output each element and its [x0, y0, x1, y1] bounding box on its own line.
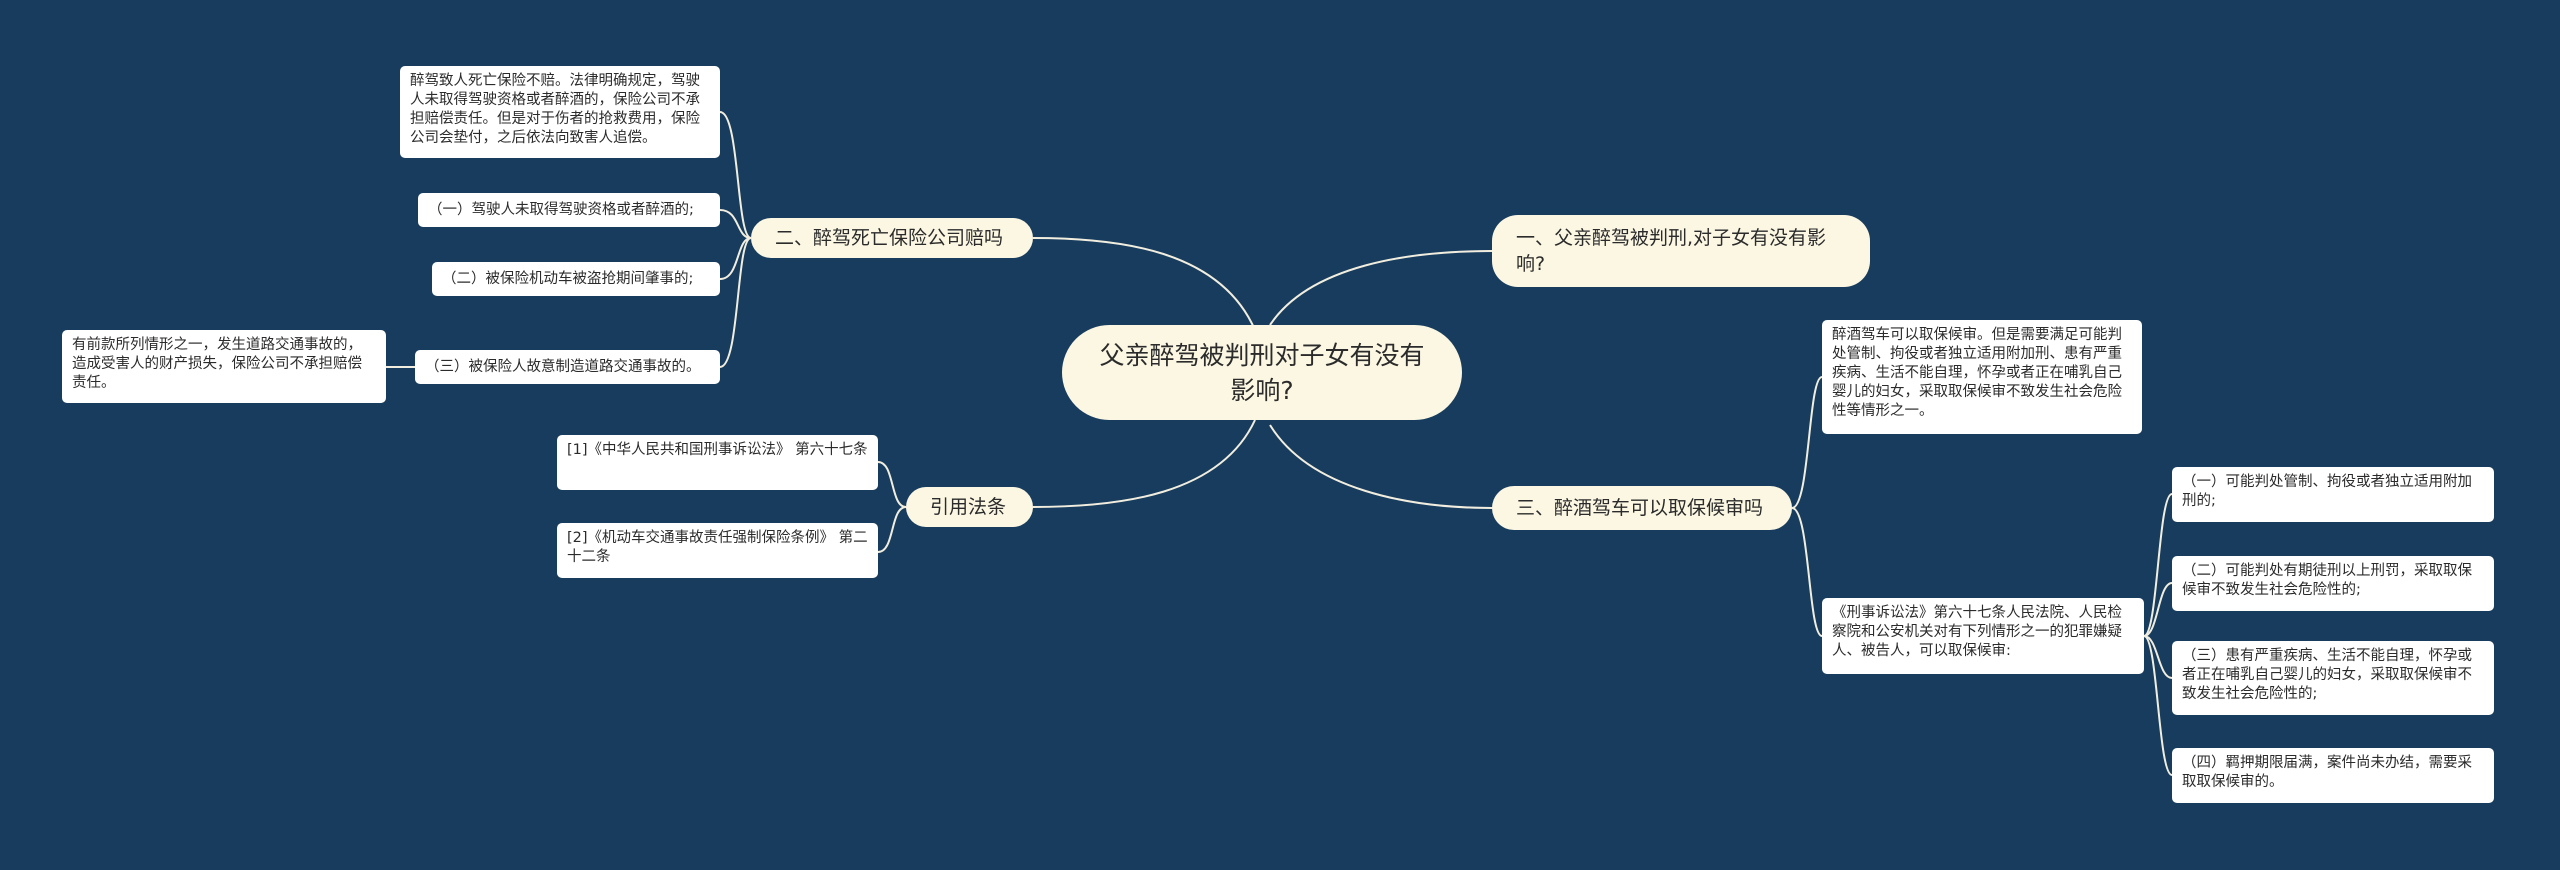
leaf-insurance-case-1[interactable]: （一）驾驶人未取得驾驶资格或者醉酒的; [418, 193, 720, 227]
leaf-bail-case-1[interactable]: （一）可能判处管制、拘役或者独立适用附加刑的; [2172, 467, 2494, 522]
leaf-bail-intro[interactable]: 醉酒驾车可以取保候审。但是需要满足可能判处管制、拘役或者独立适用附加刑、患有严重… [1822, 320, 2142, 434]
link-b2-intro [719, 111, 752, 239]
link-law-l1 [2143, 493, 2173, 637]
leaf-insurance-case-3-note[interactable]: 有前款所列情形之一，发生道路交通事故的，造成受害人的财产损失，保险公司不承担赔偿… [62, 330, 386, 403]
leaf-bail-case-2[interactable]: （二）可能判处有期徒刑以上刑罚，采取取保候审不致发生社会危险性的; [2172, 556, 2494, 611]
leaf-bail-law[interactable]: 《刑事诉讼法》第六十七条人民法院、人民检察院和公安机关对有下列情形之一的犯罪嫌疑… [1822, 598, 2144, 674]
branch-bail-pending-trial[interactable]: 三、醉酒驾车可以取保候审吗 [1492, 486, 1792, 530]
link-b4-r1 [877, 461, 907, 508]
link-b2-c2 [719, 237, 752, 280]
link-b2-c3 [719, 237, 752, 368]
leaf-law-ref-2[interactable]: [2]《机动车交通事故责任强制保险条例》 第二十二条 [557, 523, 878, 578]
link-b2-c1 [719, 209, 752, 239]
branch-insurance-compensation[interactable]: 二、醉驾死亡保险公司赔吗 [751, 218, 1033, 258]
leaf-insurance-case-3[interactable]: （三）被保险人故意制造道路交通事故的。 [415, 350, 720, 384]
leaf-insurance-case-2[interactable]: （二）被保险机动车被盗抢期间肇事的; [432, 262, 720, 296]
link-root-b4 [1032, 419, 1256, 508]
link-law-l2 [2143, 582, 2173, 637]
link-b4-r2 [877, 506, 907, 553]
link-root-b1 [1269, 250, 1493, 326]
link-law-l3 [2143, 635, 2173, 679]
branch-cited-laws[interactable]: 引用法条 [906, 487, 1033, 527]
branch-impact-on-children[interactable]: 一、父亲醉驾被判刑,对子女有没有影响? [1492, 215, 1870, 287]
link-root-b3 [1269, 424, 1493, 509]
leaf-bail-case-3[interactable]: （三）患有严重疾病、生活不能自理，怀孕或者正在哺乳自己婴儿的妇女，采取取保候审不… [2172, 641, 2494, 715]
root-topic[interactable]: 父亲醉驾被判刑对子女有没有影响? [1062, 325, 1462, 420]
leaf-law-ref-1[interactable]: [1]《中华人民共和国刑事诉讼法》 第六十七条 [557, 435, 878, 490]
link-b3-law [1791, 507, 1823, 637]
link-law-l4 [2143, 635, 2173, 776]
leaf-insurance-intro[interactable]: 醉驾致人死亡保险不赔。法律明确规定，驾驶人未取得驾驶资格或者醉酒的，保险公司不承… [400, 66, 720, 158]
leaf-bail-case-4[interactable]: （四）羁押期限届满，案件尚未办结，需要采取取保候审的。 [2172, 748, 2494, 803]
link-root-b2 [1032, 237, 1256, 331]
link-b3-intro [1791, 376, 1823, 509]
